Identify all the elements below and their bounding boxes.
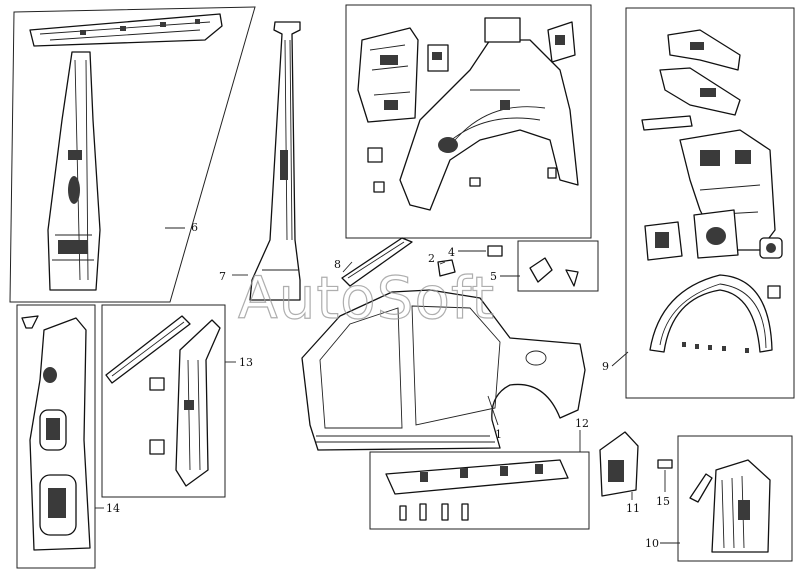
part-bracket-small-a — [427, 44, 449, 72]
part-rear-rail-bracket-mid — [659, 67, 741, 116]
part-b-pillar-outer-14 — [29, 317, 91, 551]
callout-15: 15 — [656, 495, 670, 508]
part-rear-quarter-inner-small — [357, 27, 419, 123]
callout-4: 4 — [448, 246, 455, 259]
part-bracket-round — [759, 237, 783, 259]
part-roof-rail-front-8 — [341, 237, 413, 287]
part-clips-set — [367, 147, 557, 193]
part-bracket-10 — [689, 473, 713, 503]
part-rocker-reinforce-12 — [385, 459, 569, 495]
part-filler-5-frame — [517, 240, 599, 292]
part-bracket-small-b — [547, 21, 576, 63]
group-10-frame — [677, 435, 793, 562]
part-pillar-reinforcement-7 — [249, 21, 301, 301]
part-clips-12 — [399, 503, 469, 521]
part-bracket-2 — [437, 259, 456, 277]
part-floor-extension — [644, 221, 683, 261]
part-rail-strip-13 — [105, 315, 191, 384]
callout-1: 1 — [495, 428, 502, 441]
leader-2 — [439, 261, 446, 265]
group-9-frame — [625, 7, 795, 399]
group-rear-inner-frame — [345, 4, 592, 239]
part-strap — [641, 115, 693, 131]
part-clip-15 — [657, 459, 673, 469]
part-rear-inner-panel — [679, 129, 776, 251]
callout-7: 7 — [219, 270, 226, 283]
group-13-frame — [101, 304, 226, 498]
callout-6: 6 — [191, 221, 198, 234]
callout-9: 9 — [602, 360, 609, 373]
part-roof-side-rail — [29, 13, 223, 47]
group-12-frame — [369, 451, 590, 530]
group-6-frame — [9, 6, 256, 303]
part-rear-rail-bracket-upper — [667, 29, 741, 71]
callout-11: 11 — [626, 502, 640, 515]
part-wheel-arch-liner — [649, 274, 773, 353]
group-14-frame — [16, 304, 96, 569]
part-clip-14 — [21, 315, 39, 329]
leader-9 — [611, 351, 629, 367]
callout-5: 5 — [490, 270, 497, 283]
part-bracket-4 — [487, 245, 503, 257]
part-rear-pillar-lower-10 — [711, 459, 771, 553]
watermark-text: AutoSoft — [238, 264, 495, 332]
part-shock-tower — [693, 209, 739, 259]
part-pillar-reinforce-13 — [175, 319, 221, 487]
part-rear-corner-11 — [599, 431, 639, 497]
callout-13: 13 — [239, 356, 253, 369]
part-b-pillar-inner — [47, 51, 101, 291]
part-small-blocks-13 — [149, 377, 165, 455]
part-fastener-row — [682, 342, 749, 353]
callout-10: 10 — [645, 537, 659, 550]
part-body-side-outer-1 — [301, 289, 586, 451]
callout-2: 2 — [428, 252, 435, 265]
leader-1 — [487, 395, 499, 426]
callout-12: 12 — [575, 417, 589, 430]
callout-14: 14 — [106, 502, 120, 515]
part-wheelhouse-inner — [399, 17, 579, 211]
callout-8: 8 — [334, 258, 341, 271]
leader-8 — [342, 261, 353, 273]
part-bracket-tiny — [767, 285, 781, 299]
